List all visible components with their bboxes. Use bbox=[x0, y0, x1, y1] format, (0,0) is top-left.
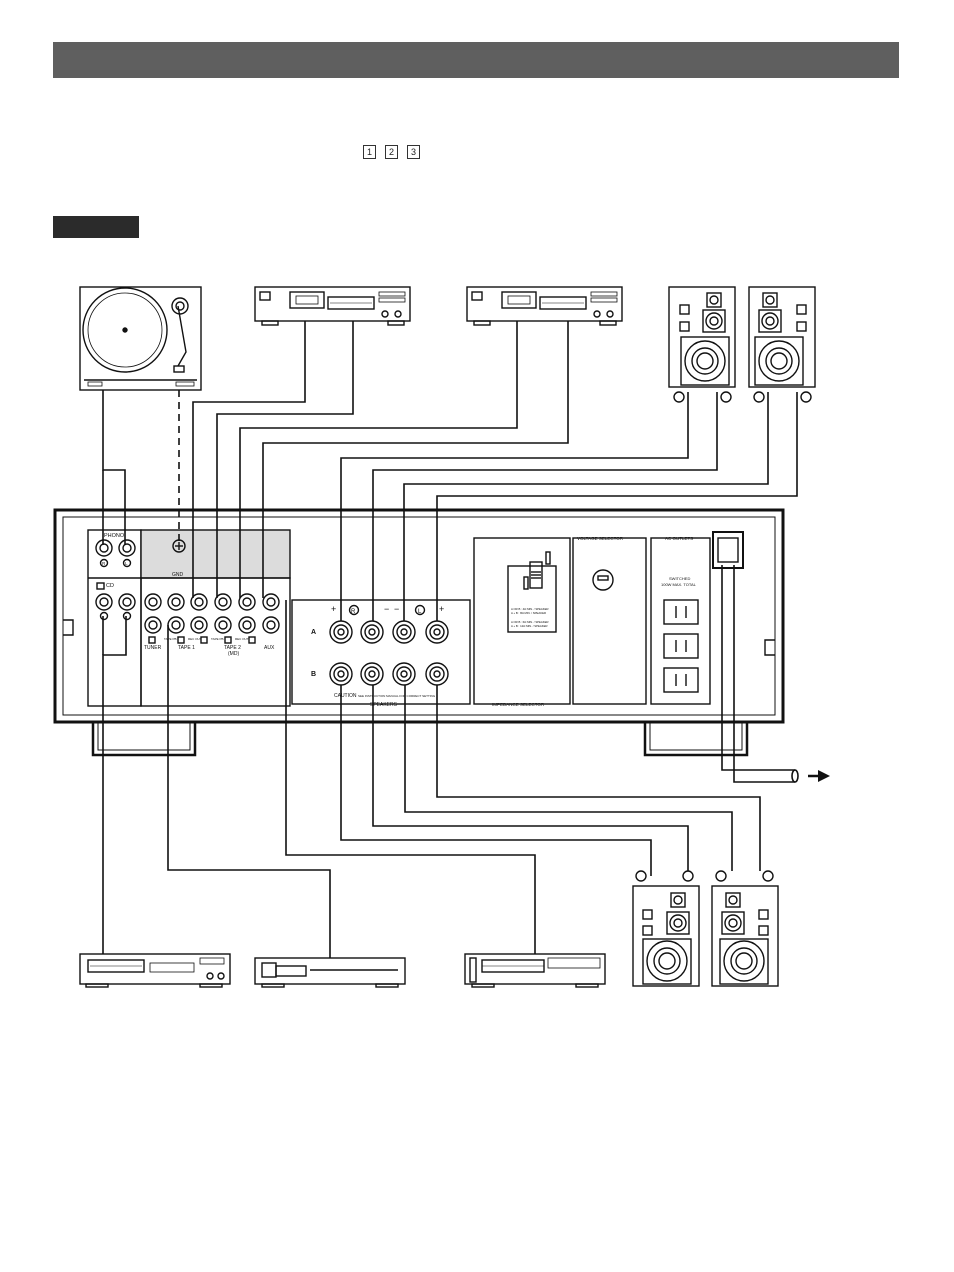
cassette-deck-2 bbox=[466, 286, 623, 326]
impedance-line4: A + B : 12Ω MIN. / SPEAKER bbox=[511, 624, 548, 628]
cassette-deck-1 bbox=[254, 286, 411, 326]
impedance-line2: A + B : 8Ω MIN. / SPEAKER bbox=[511, 611, 546, 615]
terminal-minus-2: − bbox=[394, 604, 399, 614]
speaker-b-right bbox=[632, 870, 700, 987]
rec-out-label-2: REC OUT bbox=[235, 637, 249, 641]
step-numbers: 1 2 3 bbox=[363, 145, 420, 159]
cd-label: CD bbox=[106, 583, 114, 589]
speakers-group-label: SPEAKERS bbox=[370, 702, 398, 708]
ac-switched-label: SWITCHED bbox=[669, 576, 690, 581]
impedance-label: IMPEDANCE SELECTOR bbox=[492, 702, 545, 707]
tape2-label: TAPE 2 bbox=[224, 645, 241, 651]
terminal-plus-1: + bbox=[331, 604, 336, 614]
terminal-l-label: L bbox=[418, 609, 422, 615]
phono-r-label: R bbox=[102, 561, 106, 566]
tuner-label: TUNER bbox=[144, 645, 162, 651]
tuner-unit bbox=[254, 957, 406, 988]
terminal-plus-2: + bbox=[439, 604, 444, 614]
speaker-row-a: A bbox=[311, 629, 316, 636]
tape1-label: TAPE 1 bbox=[178, 645, 195, 651]
tape-pb-label-1: TAPE PB bbox=[164, 637, 176, 641]
phono-l-label: L bbox=[125, 561, 128, 566]
impedance-line1: A OR B : 4Ω MIN. / SPEAKER bbox=[511, 607, 549, 611]
ac-outlets-label: AC OUTLETS bbox=[665, 536, 693, 541]
caution-label: CAUTION bbox=[334, 693, 357, 699]
speaker-a-left bbox=[748, 286, 816, 403]
rec-out-label-1: REC OUT bbox=[188, 637, 202, 641]
section-tag-box bbox=[53, 216, 139, 238]
caution-note: SEE INSTRUCTION MANUAL FOR CORRECT SETTI… bbox=[358, 694, 436, 698]
tape2-sub-label: (MD) bbox=[228, 651, 239, 657]
section-header-bar bbox=[53, 42, 899, 78]
cd-player bbox=[79, 953, 231, 988]
ac-rating-label: 100W MAX. TOTAL bbox=[661, 582, 697, 587]
receiver-rear-panel bbox=[53, 508, 785, 757]
speaker-a-right bbox=[668, 286, 736, 403]
turntable bbox=[79, 286, 202, 391]
terminal-minus-1: − bbox=[384, 604, 389, 614]
step-number-2: 2 bbox=[385, 145, 398, 159]
step-number-1: 1 bbox=[363, 145, 376, 159]
impedance-line3: A OR B : 6Ω MIN. / SPEAKER bbox=[511, 620, 549, 624]
gnd-label: GND bbox=[172, 572, 184, 578]
terminal-r-label: R bbox=[351, 609, 356, 615]
aux-label: AUX bbox=[264, 645, 275, 651]
speaker-row-b: B bbox=[311, 671, 316, 678]
connection-cables bbox=[102, 321, 799, 958]
voltage-label: VOLTAGE SELECTOR bbox=[577, 536, 624, 541]
tape-pb-label-2: TAPE PB bbox=[211, 637, 223, 641]
phono-label: PHONO bbox=[104, 533, 125, 539]
speaker-b-left bbox=[711, 870, 779, 987]
md-recorder bbox=[464, 953, 606, 988]
step-number-3: 3 bbox=[407, 145, 420, 159]
